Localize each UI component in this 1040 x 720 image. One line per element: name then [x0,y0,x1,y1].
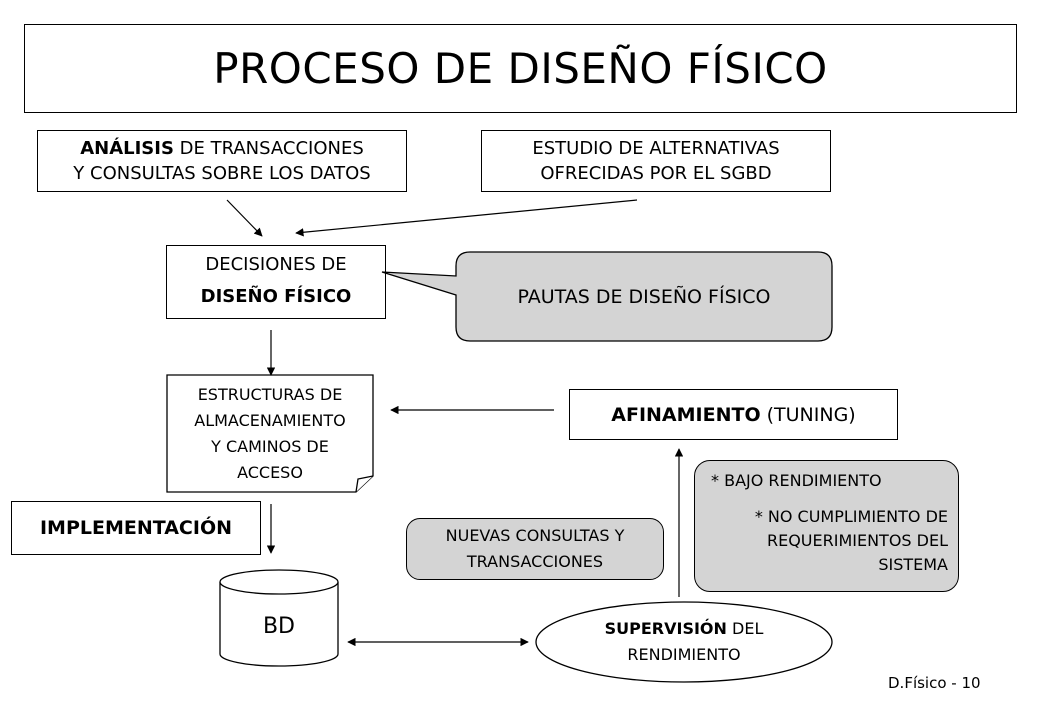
pautas-callout-shape [381,251,833,342]
problemas-box: * BAJO RENDIMIENTO * NO CUMPLIMIENTO DE … [694,460,959,592]
problemas-item2-l3: SISTEMA [878,555,948,574]
supervision-rest: DEL [726,619,764,638]
supervision-line1: SUPERVISIÓN DEL [605,616,764,642]
analisis-rest: DE TRANSACCIONES [173,138,364,159]
analisis-line2: Y CONSULTAS SOBRE LOS DATOS [73,163,371,184]
supervision-ellipse [535,601,833,683]
page-title: PROCESO DE DISEÑO FÍSICO [213,44,828,93]
bd-label-wrap: BD [220,596,338,656]
problemas-item2-l2: REQUERIMIENTOS DEL [766,531,948,550]
estructuras-line1: ESTRUCTURAS DE [197,384,343,404]
supervision-line2: RENDIMIENTO [627,645,741,664]
afinamiento-rest: (TUNING) [760,403,856,426]
estudio-line1: ESTUDIO DE ALTERNATIVAS [532,138,780,159]
slide-footer: D.Físico - 10 [888,674,981,692]
title-box: PROCESO DE DISEÑO FÍSICO [24,24,1017,113]
estructuras-line4: ACCESO [237,462,303,482]
nuevas-box: NUEVAS CONSULTAS Y TRANSACCIONES [406,518,664,580]
decisiones-box: DECISIONES DE DISEÑO FÍSICO [166,245,386,319]
analisis-line1: ANÁLISIS DE TRANSACCIONES [80,136,364,161]
estructuras-line2: ALMACENAMIENTO [194,410,346,430]
problemas-item2-l1: * NO CUMPLIMIENTO DE [754,507,948,526]
analisis-box: ANÁLISIS DE TRANSACCIONES Y CONSULTAS SO… [37,130,407,192]
afinamiento-line: AFINAMIENTO (TUNING) [611,404,855,426]
supervision-text: SUPERVISIÓN DEL RENDIMIENTO [536,612,832,672]
problemas-item1: * BAJO RENDIMIENTO [711,471,882,490]
bd-cylinder-top [219,569,339,595]
estudio-line2: OFRECIDAS POR EL SGBD [540,163,772,184]
decisiones-line1: DECISIONES DE [205,254,347,275]
afinamiento-box: AFINAMIENTO (TUNING) [569,389,898,440]
nuevas-line1: NUEVAS CONSULTAS Y [445,526,625,545]
decisiones-line2: DISEÑO FÍSICO [200,286,352,307]
estructuras-line3: Y CAMINOS DE [211,436,329,456]
implementacion-box: IMPLEMENTACIÓN [11,501,261,555]
nuevas-line2: TRANSACCIONES [466,552,604,571]
supervision-bold: SUPERVISIÓN [604,619,727,638]
bd-cylinder-body [219,582,339,667]
estructuras-text: ESTRUCTURAS DE ALMACENAMIENTO Y CAMINOS … [167,375,373,492]
estructuras-fold [355,475,374,493]
arrow-estudio-decisiones [295,199,638,237]
pautas-label: PAUTAS DE DISEÑO FÍSICO [517,285,771,308]
estudio-box: ESTUDIO DE ALTERNATIVAS OFRECIDAS POR EL… [481,130,831,192]
arrow-analisis-decisiones [226,199,263,237]
implementacion-label: IMPLEMENTACIÓN [39,517,233,539]
bd-label: BD [262,613,296,639]
analisis-bold: ANÁLISIS [80,138,174,159]
pautas-label-wrap: PAUTAS DE DISEÑO FÍSICO [456,252,832,341]
afinamiento-bold: AFINAMIENTO [611,403,761,426]
